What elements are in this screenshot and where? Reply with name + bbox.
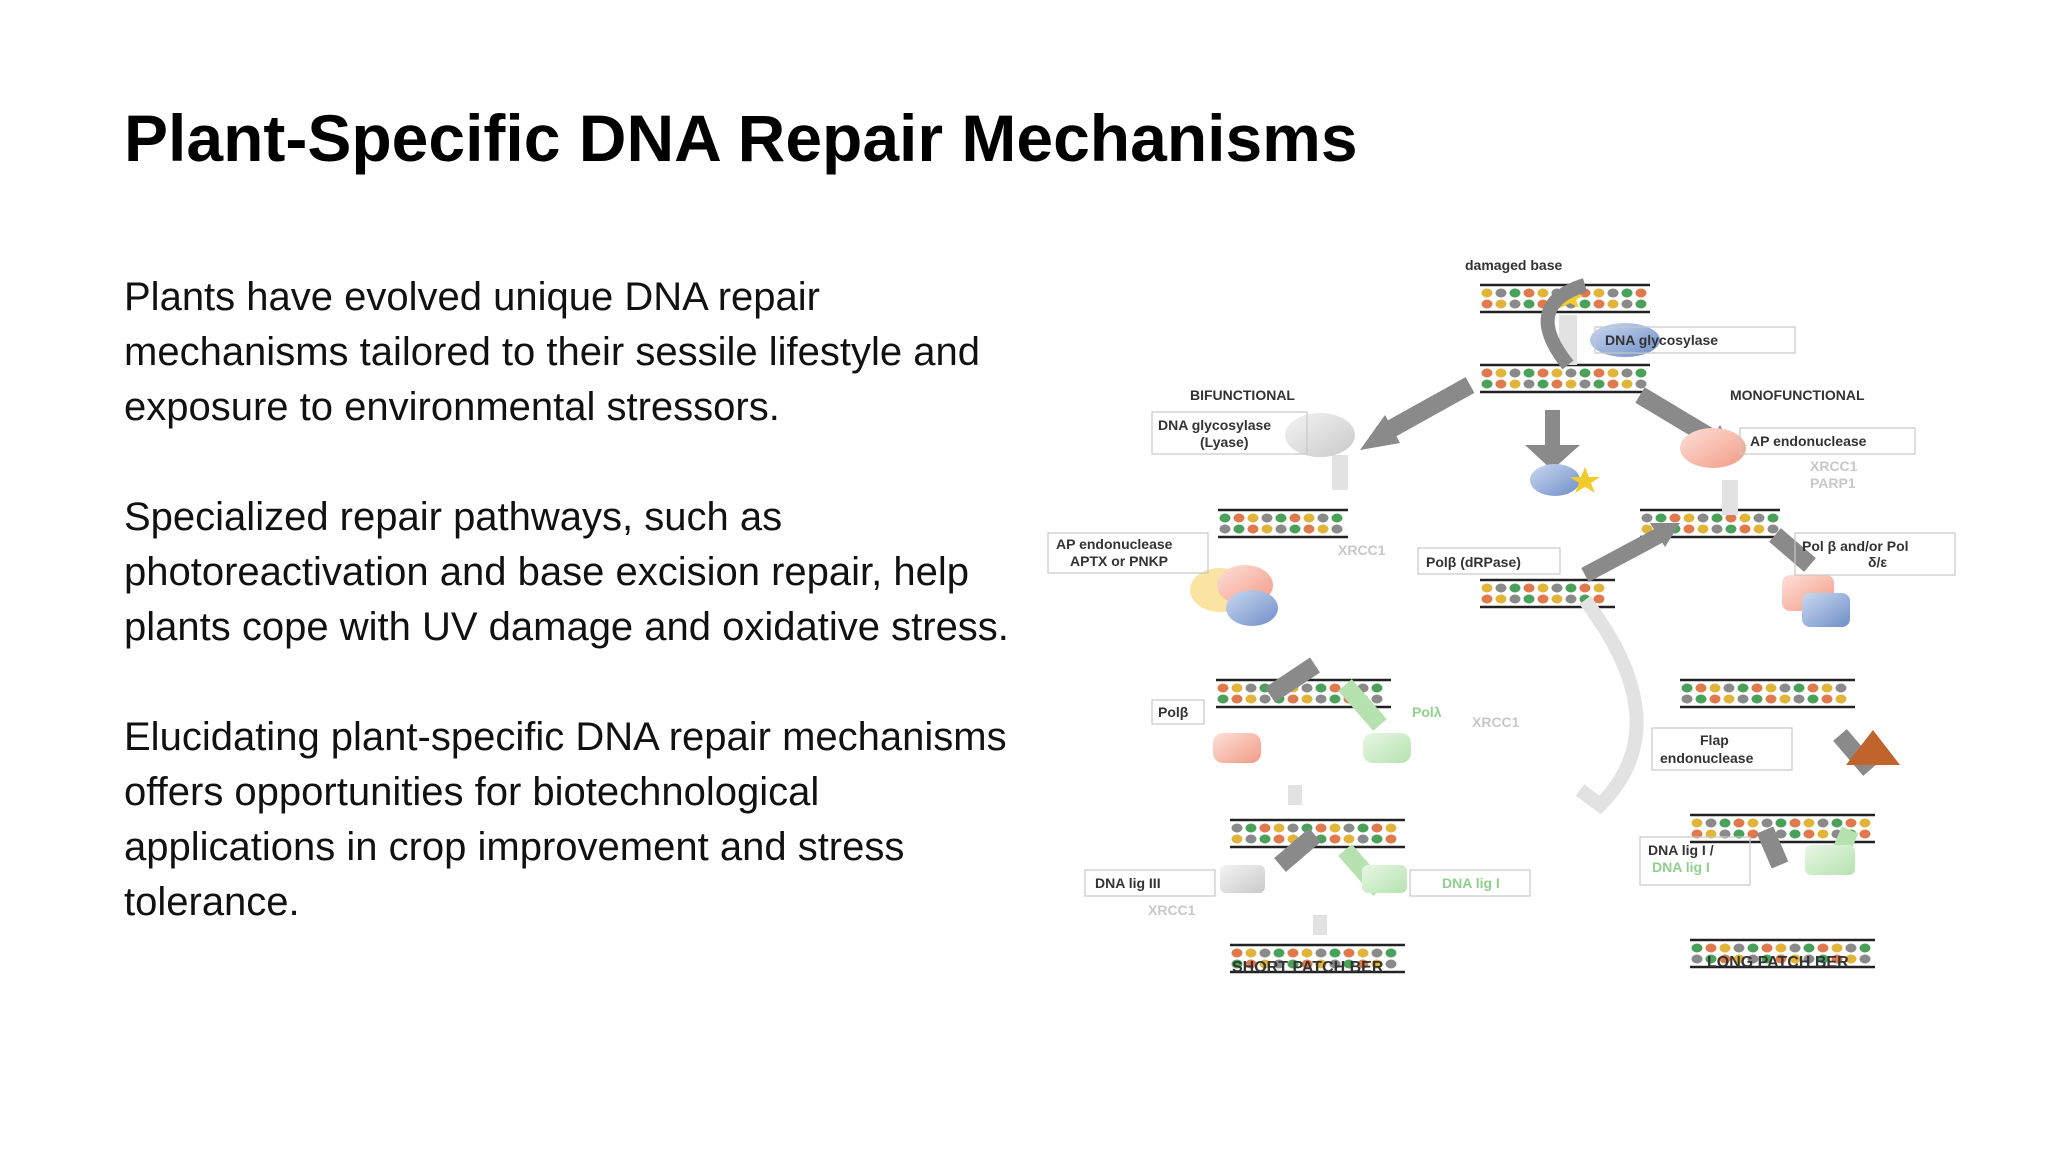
label-polb-drpase: Polβ (dRPase) [1426,554,1521,570]
arrow-crossover-curve [1575,595,1644,815]
frame-polb-drpase [1417,547,1561,575]
label-xrcc1-right: XRCC1 [1810,458,1858,474]
paragraph-2: Specialized repair pathways, such as pho… [124,495,1009,649]
damaged-base-star-2 [1570,467,1600,493]
arrow-left-up-2 [1274,828,1321,872]
label-dna-lig-iii: DNA lig III [1095,875,1161,891]
paragraph-3: Elucidating plant-specific DNA repair me… [124,715,1007,924]
frame-pol-b-or [1794,532,1956,576]
label-flap-2: endonuclease [1660,750,1754,766]
excised-base-blob [1530,464,1580,496]
label-flap-1: Flap [1700,732,1729,748]
arrow-drpase-up [1581,527,1664,583]
flap-endonuclease-triangle [1846,730,1900,765]
dna-duplex [1218,508,1348,539]
label-dna-glycosylase: DNA glycosylase [1605,332,1718,348]
label-pol-b-or-2: δ/ε [1868,554,1887,570]
label-dna-lig-right-2: DNA lig I [1652,859,1710,875]
label-ap-endo-left-2: APTX or PNKP [1070,553,1168,569]
frame-ap-endo-left [1047,532,1209,574]
label-polb-left: Polβ [1158,704,1189,720]
dna-lig-right-box [1805,845,1855,875]
label-short-patch-ber: SHORT PATCH BER [1232,959,1384,976]
label-ap-endonuclease-right: AP endonuclease [1750,433,1867,449]
frame-glycosylase-lyase [1151,411,1308,455]
dna-duplex [1690,938,1875,969]
enzyme-shapes [1190,323,1900,893]
frame-glycosylase [1594,326,1796,354]
slide-body: Plants have evolved unique DNA repair me… [124,270,1024,985]
pol-delta-box-2 [1802,593,1850,627]
frame-flap [1651,727,1793,771]
label-glycosylase-lyase-2: (Lyase) [1200,434,1249,450]
arrow-drpase-up-head [1650,523,1680,547]
label-glycosylase-lyase-1: DNA glycosylase [1158,417,1271,433]
ap-endonuclease-blob [1680,428,1746,468]
frame-lig-right [1639,836,1751,886]
paragraph-1: Plants have evolved unique DNA repair me… [124,275,980,429]
arrow-glycosylase-curve [1540,278,1588,370]
arrow-left-up-1 [1265,657,1320,703]
dna-lig-i-left-box [1362,865,1407,893]
label-dna-lig-i-left: DNA lig I [1442,875,1500,891]
dna-duplex [1480,363,1650,394]
glycosylase-lyase-blob [1285,413,1355,457]
label-xrcc1-upper: XRCC1 [1338,542,1386,558]
aptx-blob-3 [1226,590,1278,626]
slide-title: Plant-Specific DNA Repair Mechanisms [124,101,1358,175]
label-long-patch-ber: LONG PATCH BER [1707,954,1849,971]
label-bifunctional: BIFUNCTIONAL [1190,387,1295,403]
arrow-left-green-1 [1338,679,1387,731]
pol-beta-box [1213,733,1261,763]
frame-polb-left [1151,699,1205,725]
pol-lambda-box [1363,733,1411,763]
label-frames [1047,326,1956,897]
label-monofunctional: MONOFUNCTIONAL [1730,387,1865,403]
arrow-mid-down [1525,410,1580,470]
label-damaged-base: damaged base [1465,257,1562,273]
label-xrcc1-middle: XRCC1 [1472,714,1520,730]
arrow-right-up-3 [1756,826,1789,869]
arrow-right-up-1 [1769,528,1816,572]
label-ap-endo-left-1: AP endonuclease [1056,536,1173,552]
ber-pathway-diagram: damaged base DNA glycosylase BIFUNCTIONA… [1047,257,1956,976]
dna-duplex [1680,678,1855,709]
label-xrcc1-lower: XRCC1 [1148,902,1196,918]
label-pol-b-or-1: Pol β and/or Pol [1802,538,1909,554]
dna-duplex [1230,943,1405,974]
frame-lig-i-left [1409,869,1531,897]
label-parp1: PARP1 [1810,475,1856,491]
dna-glycosylase-blob [1590,323,1660,357]
frame-ap-endo-right [1739,427,1916,455]
dna-lig-iii-box [1220,865,1265,893]
label-dna-lig-right-1: DNA lig I / [1648,842,1714,858]
frame-lig-iii [1084,869,1216,897]
arrow-to-left [1375,377,1475,443]
label-pol-lambda: Polλ [1412,704,1442,720]
arrow-to-left-head [1360,415,1400,450]
